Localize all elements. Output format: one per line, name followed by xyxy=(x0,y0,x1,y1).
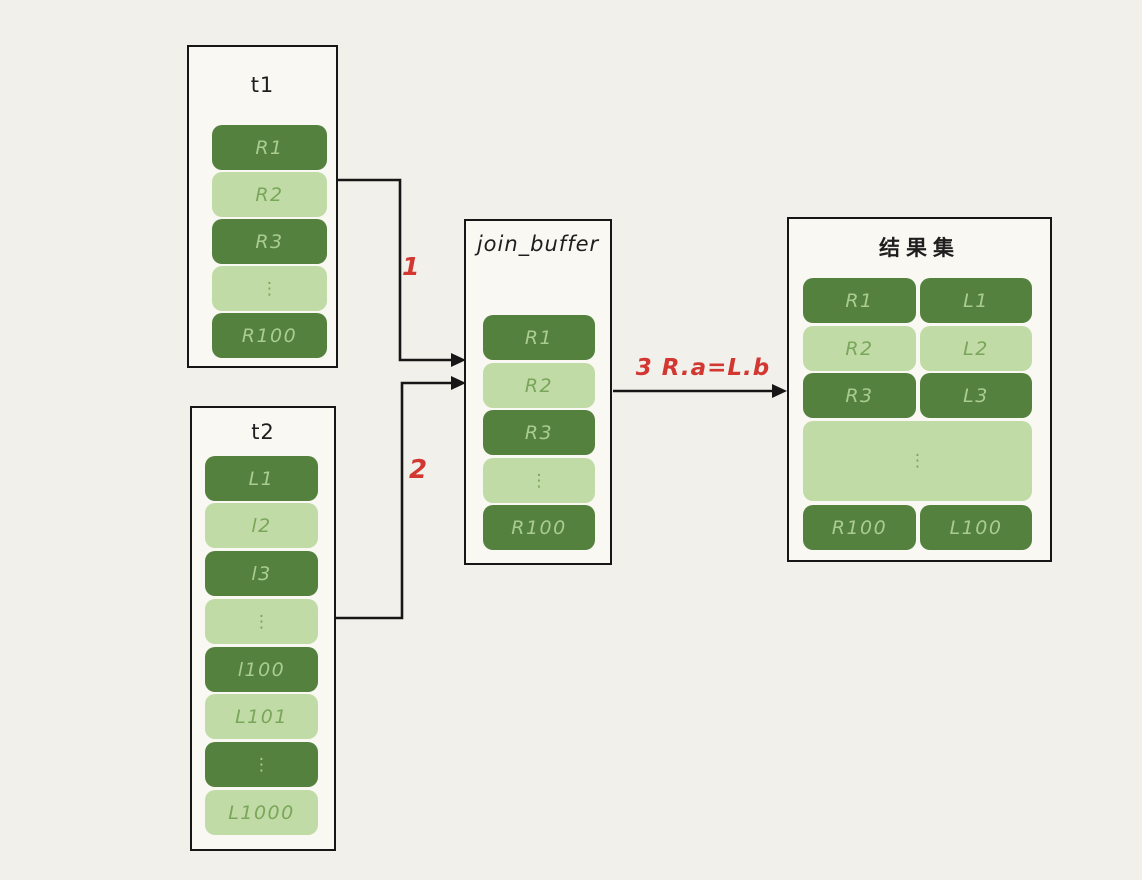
arrow-step2-line xyxy=(336,381,452,620)
step2-label: 2 xyxy=(409,455,429,485)
join-buffer-row-r100: R100 xyxy=(483,505,595,550)
result-row-r3-right: L3 xyxy=(920,373,1032,418)
result-row-r100-left: R100 xyxy=(803,505,916,550)
t2-row-ellipsis-1: ⋮ xyxy=(205,599,318,644)
result-row-r2-right: L2 xyxy=(920,326,1032,371)
table-t1-title: t1 xyxy=(250,73,275,97)
t1-row-r3: R3 xyxy=(212,219,327,264)
join-buffer-row-r3: R3 xyxy=(483,410,595,455)
t1-row-r100: R100 xyxy=(212,313,327,358)
t2-row-l3: l3 xyxy=(205,551,318,596)
step3-label: 3 R.a=L.b xyxy=(635,355,771,381)
t2-row-l2: l2 xyxy=(205,503,318,548)
arrow-step3-head xyxy=(772,384,787,398)
t1-row-r2: R2 xyxy=(212,172,327,217)
t1-row-ellipsis: ⋮ xyxy=(212,266,327,311)
join-buffer-row-r2: R2 xyxy=(483,363,595,408)
t2-row-l101: L101 xyxy=(205,694,318,739)
result-row-r100-right: L100 xyxy=(920,505,1032,550)
t2-row-ellipsis-2: ⋮ xyxy=(205,742,318,787)
join-buffer-row-ellipsis: ⋮ xyxy=(483,458,595,503)
table-t2-title: t2 xyxy=(251,420,275,444)
join-buffer-row-r1: R1 xyxy=(483,315,595,360)
t2-row-l100: l100 xyxy=(205,647,318,692)
step1-label: 1 xyxy=(402,252,421,281)
result-set-title: 结果集 xyxy=(879,236,960,260)
t2-row-l1000: L1000 xyxy=(205,790,318,835)
result-row-r2-left: R2 xyxy=(803,326,916,371)
result-row-ellipsis: ⋮ xyxy=(803,421,1032,501)
join-buffer-title: join_buffer xyxy=(476,232,600,256)
t2-row-l1: L1 xyxy=(205,456,318,501)
result-row-r3-left: R3 xyxy=(803,373,916,418)
t1-row-r1: R1 xyxy=(212,125,327,170)
result-row-r1-left: R1 xyxy=(803,278,916,323)
result-row-r1-right: L1 xyxy=(920,278,1032,323)
arrow-step1-line xyxy=(337,178,452,362)
